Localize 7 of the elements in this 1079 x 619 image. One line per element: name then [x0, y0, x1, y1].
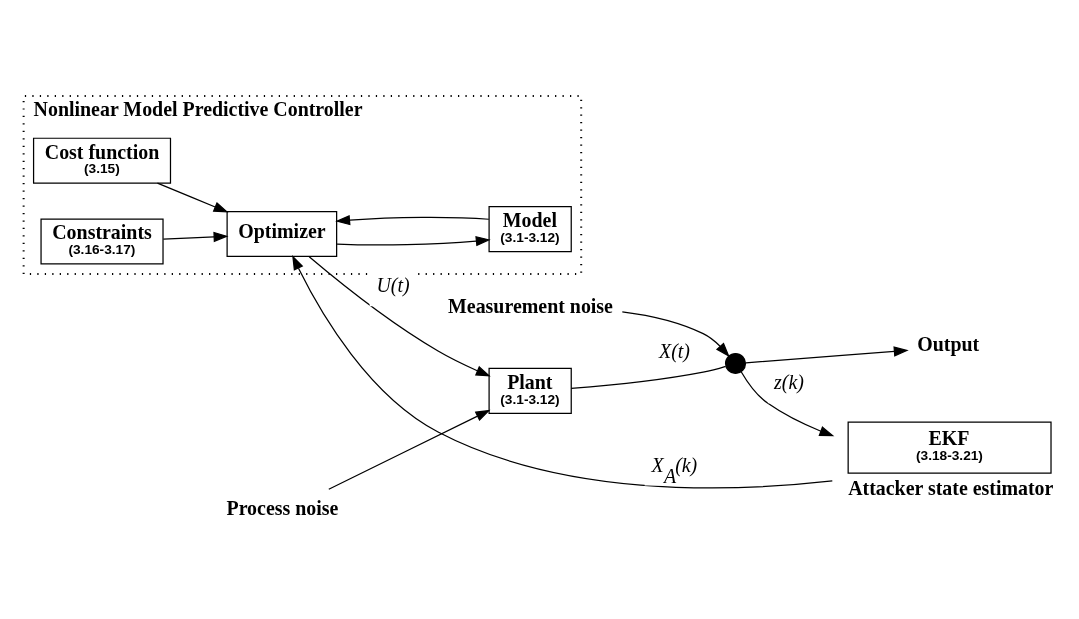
node-text: Measurement noise: [448, 294, 613, 317]
edge-label: X(t): [658, 339, 690, 362]
node-label: Attacker state estimator: [848, 476, 1054, 499]
edge-label: U(t): [376, 273, 410, 296]
node-text: Output: [917, 332, 980, 355]
edge-label: z(k): [774, 370, 804, 393]
node-text: Process noise: [226, 496, 339, 519]
